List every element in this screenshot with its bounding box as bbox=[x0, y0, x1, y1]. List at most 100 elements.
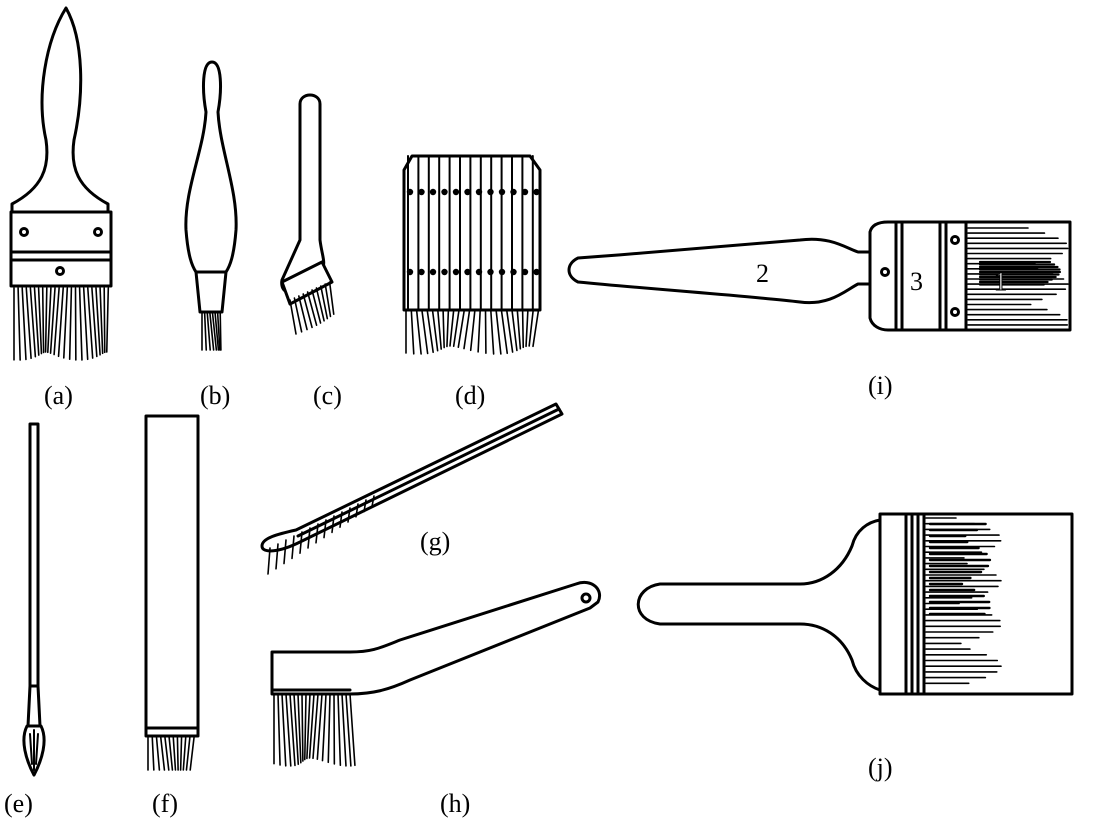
bristle-stroke bbox=[91, 287, 98, 358]
bristle-stroke bbox=[285, 693, 292, 767]
bristle-stroke bbox=[302, 293, 313, 329]
bristle-stroke bbox=[293, 297, 303, 333]
bristle-stroke bbox=[151, 735, 155, 771]
bristle-stroke bbox=[306, 291, 318, 327]
bristle-stroke bbox=[277, 693, 281, 766]
bristle-stroke bbox=[324, 283, 332, 318]
bristle-stroke bbox=[311, 289, 322, 324]
bristle-stroke bbox=[312, 693, 319, 760]
reed-rivet bbox=[429, 188, 437, 196]
bristle-stroke bbox=[293, 693, 300, 766]
bristle-stroke bbox=[206, 311, 211, 351]
bristle-stroke bbox=[41, 287, 45, 354]
reed-rivet bbox=[464, 268, 471, 276]
bristle-stroke bbox=[37, 287, 43, 355]
bristle-stroke bbox=[62, 287, 69, 359]
bristle-stroke bbox=[355, 503, 359, 518]
bristle-stroke bbox=[328, 281, 335, 316]
bristle-stroke bbox=[415, 309, 422, 355]
reed-rivet bbox=[406, 188, 414, 196]
bristle-stroke bbox=[299, 531, 303, 555]
bristle-stroke bbox=[341, 693, 347, 767]
label-a: (a) bbox=[44, 381, 73, 410]
brush-d: (d) bbox=[402, 154, 542, 410]
bristle-stroke bbox=[301, 693, 304, 762]
bristle-stroke bbox=[78, 287, 83, 361]
bristle-stroke bbox=[303, 693, 307, 761]
reed-rivet bbox=[487, 268, 494, 276]
bristle-stroke bbox=[95, 287, 101, 356]
bristle-stroke bbox=[211, 311, 218, 351]
bristle-stroke bbox=[323, 519, 327, 539]
reed-rivet bbox=[521, 188, 529, 196]
bristle-stroke bbox=[431, 309, 439, 352]
bristle-stroke bbox=[410, 309, 415, 355]
label-j: (j) bbox=[868, 753, 893, 782]
brush-i: 2 3 1 (i) bbox=[567, 220, 1072, 400]
bristle-stroke bbox=[321, 693, 327, 762]
bristle-stroke bbox=[49, 287, 56, 354]
bristle-stroke bbox=[189, 735, 195, 771]
bristle-stroke bbox=[511, 309, 518, 352]
bristle-stroke bbox=[337, 693, 342, 766]
bristle-stroke bbox=[281, 693, 287, 767]
bristle-stroke bbox=[297, 295, 308, 331]
reed-rivet bbox=[464, 188, 471, 196]
reed-rivet bbox=[475, 268, 483, 276]
brush-e: (e) bbox=[4, 422, 46, 818]
bristle-stroke bbox=[525, 309, 529, 348]
bristle-stroke bbox=[159, 735, 166, 771]
brush-b: (b) bbox=[184, 60, 238, 410]
bristle-stroke bbox=[442, 309, 445, 349]
bristle-stroke bbox=[452, 309, 460, 348]
label-b: (b) bbox=[200, 381, 230, 410]
bristle-stroke bbox=[168, 735, 174, 771]
reed-rivet bbox=[533, 268, 540, 276]
bristle-stroke bbox=[457, 309, 466, 348]
reed-rivet bbox=[452, 268, 460, 276]
bristle-stroke bbox=[469, 309, 476, 352]
bristle-stroke bbox=[528, 309, 535, 347]
bristle-stroke bbox=[289, 299, 297, 335]
bristle-stroke bbox=[68, 287, 73, 360]
bristle-stroke bbox=[275, 543, 279, 570]
bristle-stroke bbox=[349, 693, 356, 767]
bristle-stroke bbox=[82, 287, 89, 361]
bristle-stroke bbox=[463, 309, 471, 350]
bristle-stroke bbox=[214, 311, 220, 351]
bristle-stroke bbox=[291, 535, 295, 560]
bristle-stroke bbox=[185, 735, 191, 771]
bristle-stroke bbox=[516, 309, 522, 350]
label-c: (c) bbox=[313, 381, 342, 410]
bristle-stroke bbox=[87, 287, 94, 359]
label-i: (i) bbox=[868, 371, 893, 400]
bristle-stroke bbox=[521, 309, 525, 349]
reed-rivet bbox=[406, 268, 414, 276]
bristle-stroke bbox=[327, 693, 331, 764]
reed-rivet bbox=[441, 268, 448, 276]
reed-rivet bbox=[498, 268, 506, 276]
bristle-stroke bbox=[421, 309, 429, 355]
reed-rivet bbox=[498, 188, 506, 196]
part-label-handle: 2 bbox=[756, 259, 769, 288]
bristle-stroke bbox=[495, 309, 502, 355]
bristle-stroke bbox=[315, 523, 319, 544]
bristle-stroke bbox=[216, 311, 221, 351]
bristle-stroke bbox=[267, 547, 271, 575]
bristle-stroke bbox=[319, 285, 329, 320]
reed-rivet bbox=[521, 268, 529, 276]
bristle-stroke bbox=[53, 287, 60, 356]
bristle-stroke bbox=[426, 309, 434, 354]
bristle-stroke bbox=[29, 287, 37, 358]
bristle-stroke bbox=[219, 311, 222, 351]
bristle-stroke bbox=[155, 735, 161, 771]
bristle-stroke bbox=[449, 309, 455, 347]
bristle-stroke bbox=[203, 311, 208, 351]
bristle-stroke bbox=[21, 287, 27, 361]
label-g: (g) bbox=[420, 527, 450, 556]
reed-rivet bbox=[475, 188, 483, 196]
bristle-stroke bbox=[289, 693, 296, 767]
brush-j: (j) bbox=[636, 512, 1074, 782]
bristle-stroke bbox=[283, 539, 287, 565]
